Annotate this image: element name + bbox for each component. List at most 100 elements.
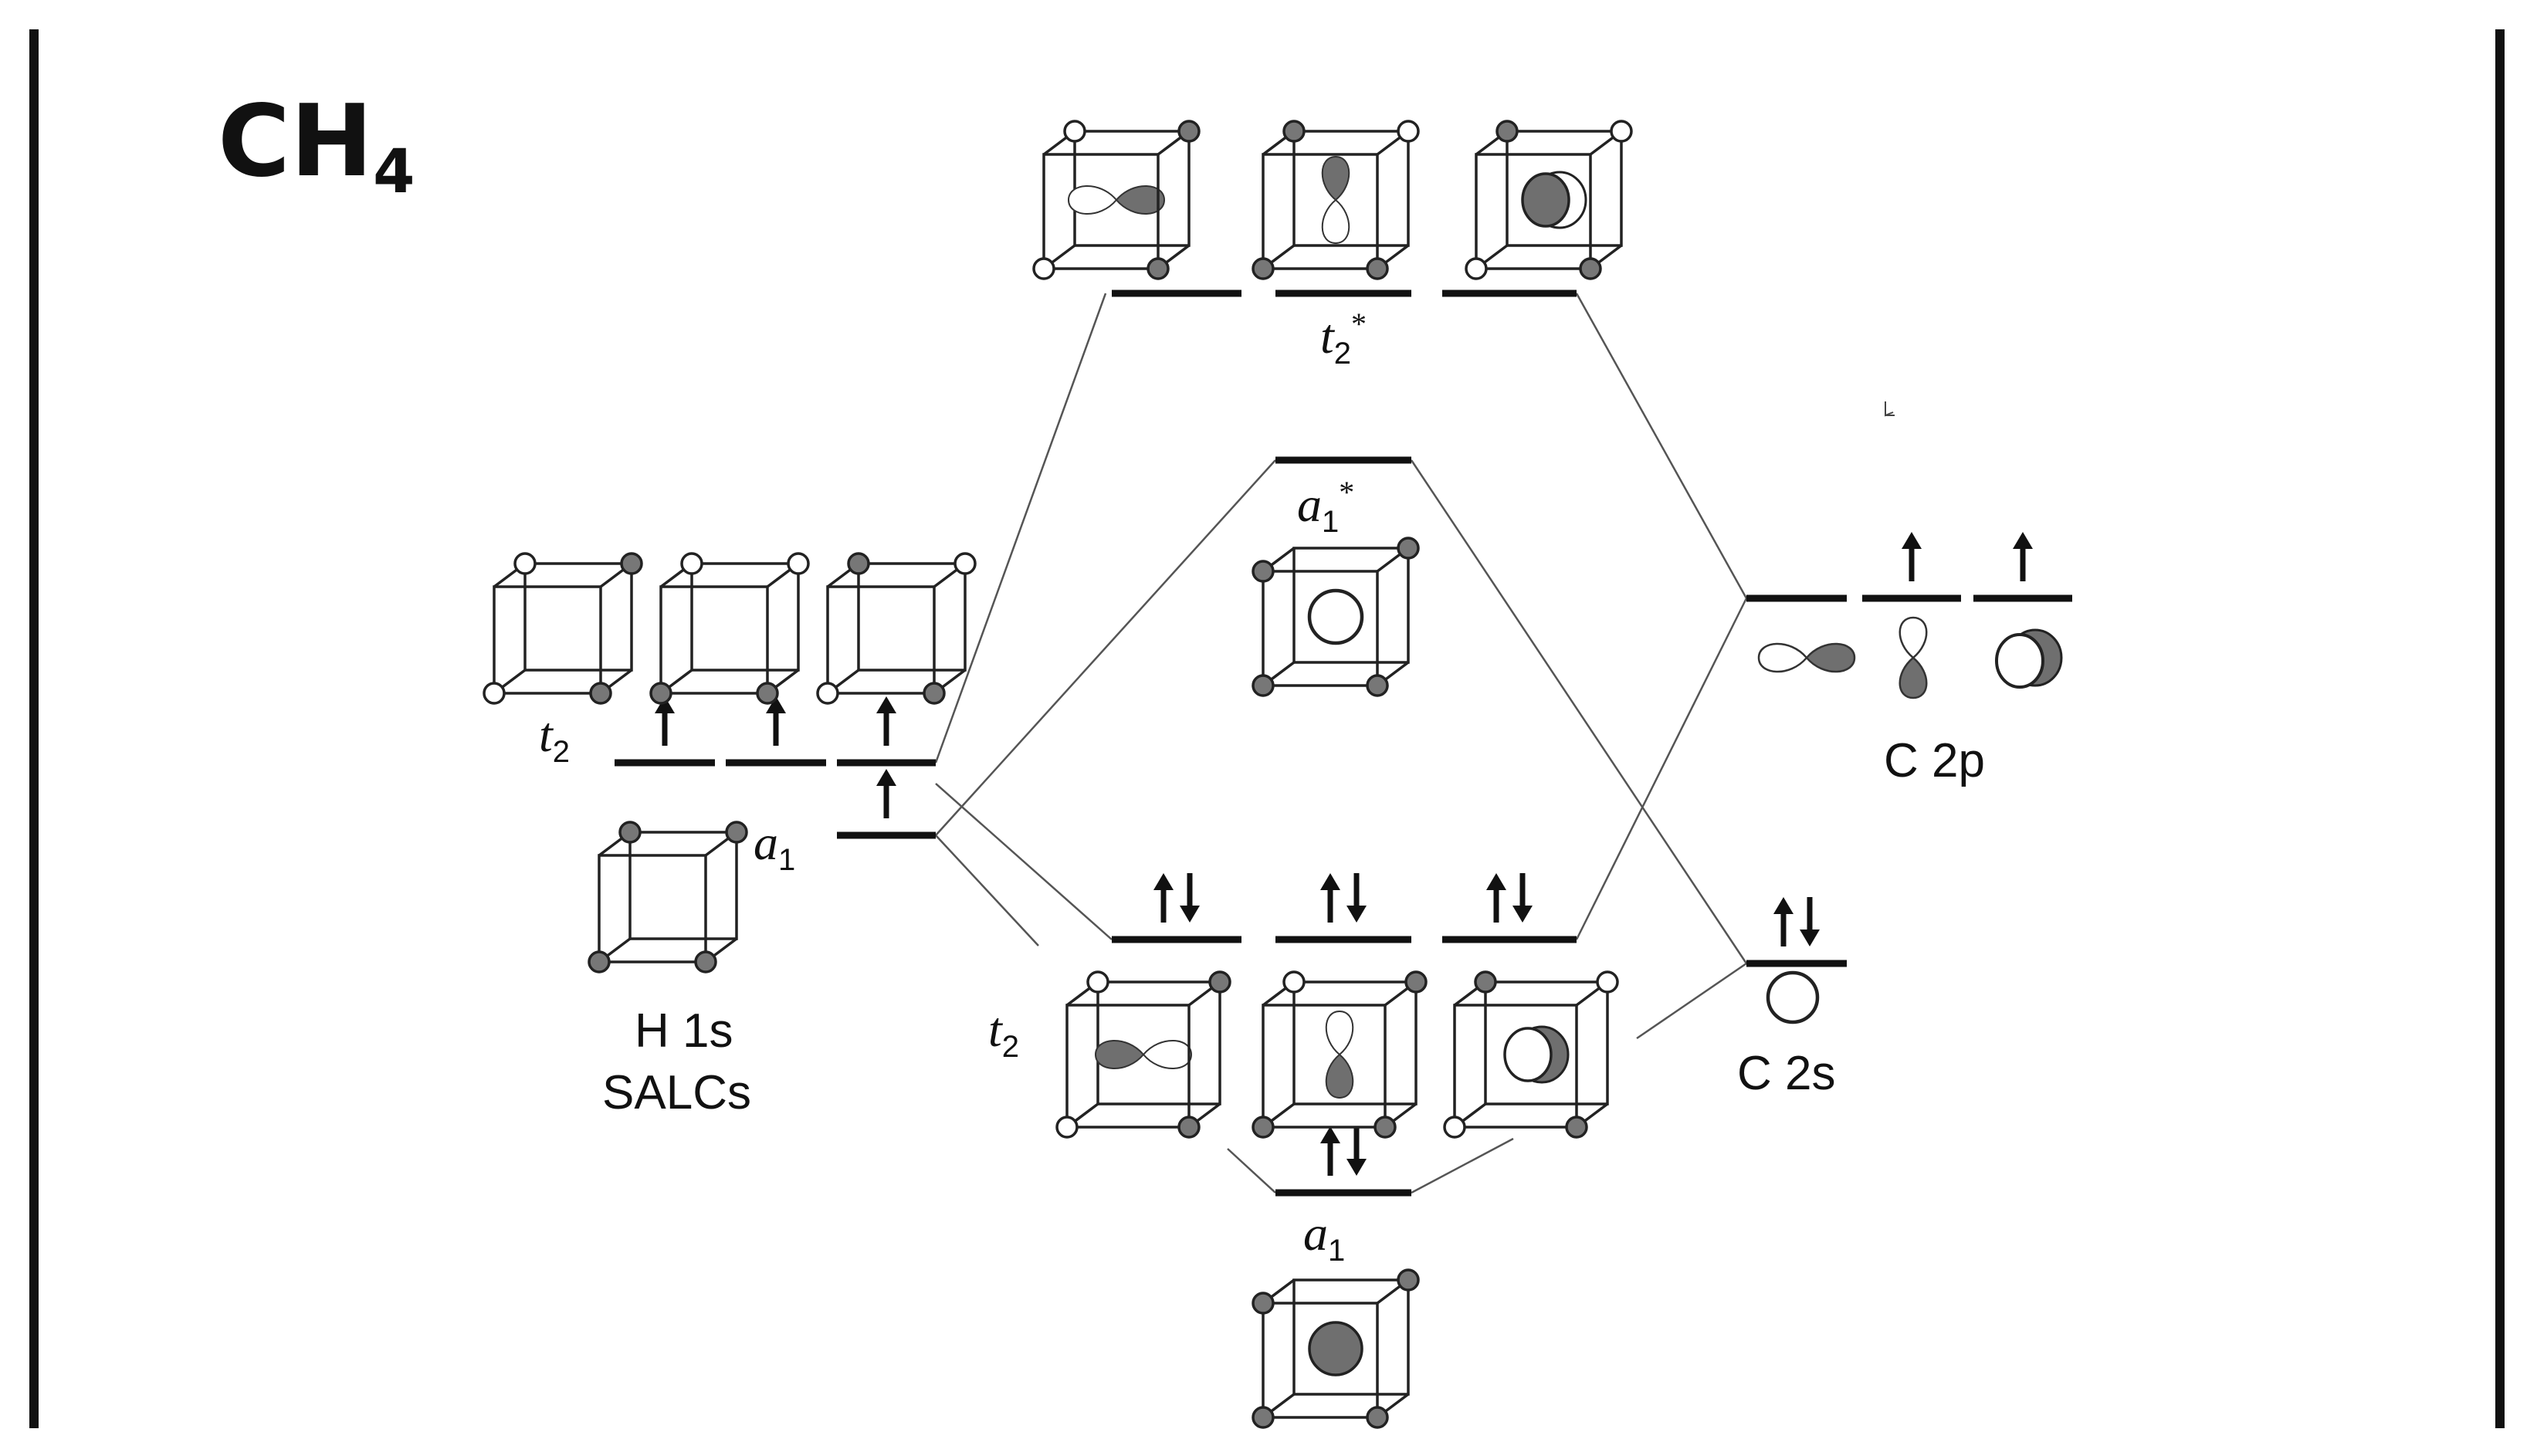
h-atom-positive bbox=[513, 552, 537, 575]
label-t2-salc: t2 bbox=[539, 707, 571, 769]
h-atom-negative bbox=[1252, 674, 1275, 697]
electron-up-arrow bbox=[1902, 532, 1922, 581]
connector-line bbox=[1411, 1137, 1514, 1194]
h-atom-positive bbox=[1086, 970, 1109, 994]
t2-bond-sub: 2 bbox=[1001, 1030, 1020, 1064]
t2-salc-symbol: t bbox=[539, 707, 553, 762]
h-atom-negative bbox=[725, 821, 748, 844]
h-atom-negative bbox=[1208, 970, 1231, 994]
cube-a1-star bbox=[1252, 537, 1420, 697]
atomic-orbitals bbox=[1757, 401, 2063, 1024]
h-atom-positive bbox=[1063, 120, 1086, 143]
electron-down-arrow bbox=[1346, 873, 1367, 923]
cursor-mark-icon bbox=[1885, 401, 1895, 417]
c2p-y-orbital bbox=[1899, 616, 1928, 699]
h-atom-positive bbox=[787, 552, 810, 575]
cube-t2-bond-x bbox=[1055, 970, 1231, 1139]
a1-star-sup: * bbox=[1339, 475, 1355, 510]
h-atom-negative bbox=[1366, 257, 1389, 280]
h-atom-positive bbox=[1055, 1116, 1079, 1139]
cube-t2-bond-y bbox=[1252, 970, 1428, 1139]
label-t2-bonding: t2 bbox=[988, 1002, 1020, 1064]
h-atom-negative bbox=[1404, 970, 1428, 994]
energy-levels bbox=[615, 290, 2072, 1197]
orbital-cubes bbox=[483, 120, 1633, 1429]
c2p-x-orbital bbox=[1757, 642, 1856, 673]
h-atom-positive bbox=[483, 682, 506, 705]
h-atom-negative bbox=[589, 682, 612, 705]
label-h1s: H 1s bbox=[635, 1004, 733, 1058]
cube-salc-t2-1 bbox=[483, 552, 643, 705]
h-atom-negative bbox=[1495, 120, 1519, 143]
cube-t2-star-y bbox=[1252, 120, 1420, 280]
h-atom-negative bbox=[588, 950, 611, 973]
h-atom-negative bbox=[1579, 257, 1602, 280]
h-atom-negative bbox=[1565, 1116, 1588, 1139]
h-atom-positive bbox=[1610, 120, 1633, 143]
correlation-lines bbox=[934, 293, 1748, 1194]
connector-line bbox=[1227, 1148, 1276, 1194]
h-atom-positive bbox=[816, 682, 839, 705]
connector-line bbox=[934, 293, 1107, 764]
c2p-z-orbital bbox=[1995, 628, 2063, 689]
h-atom-negative bbox=[1282, 120, 1306, 143]
label-t2-star: t2* bbox=[1320, 306, 1367, 370]
electron-up-arrow bbox=[1320, 873, 1340, 923]
h-atom-negative bbox=[1397, 1268, 1420, 1292]
label-a1-star: a1* bbox=[1297, 475, 1355, 539]
connector-line bbox=[935, 459, 1276, 836]
connector-line bbox=[1410, 459, 1748, 964]
electron-down-arrow bbox=[1512, 873, 1533, 923]
connector-line bbox=[1575, 598, 1748, 940]
electron-down-arrow bbox=[1180, 873, 1200, 923]
h-atom-negative bbox=[1374, 1116, 1397, 1139]
connector-line bbox=[935, 783, 1113, 940]
cube-t2-star-x bbox=[1032, 120, 1201, 280]
h-atom-positive bbox=[1465, 257, 1488, 280]
electron-arrows bbox=[655, 532, 2033, 1176]
electron-up-arrow bbox=[766, 696, 786, 746]
molecule-title: CH4 bbox=[218, 93, 415, 202]
cube-a1-bond bbox=[1252, 1268, 1420, 1429]
h-atom-negative bbox=[1252, 560, 1275, 583]
h-atom-negative bbox=[1397, 537, 1420, 560]
title-text: CH bbox=[218, 84, 374, 199]
left-border bbox=[29, 29, 39, 1428]
a1-salc-symbol: a bbox=[754, 815, 778, 870]
h-atom-negative bbox=[1252, 1116, 1275, 1139]
electron-down-arrow bbox=[1800, 897, 1820, 946]
h-atom-positive bbox=[1443, 1116, 1466, 1139]
h-atom-negative bbox=[923, 682, 946, 705]
h-atom-negative bbox=[847, 552, 870, 575]
h-atom-positive bbox=[1397, 120, 1420, 143]
cube-t2-bond-z bbox=[1443, 970, 1619, 1139]
a1-salc-sub: 1 bbox=[778, 843, 796, 877]
cube-salc-t2-2 bbox=[649, 552, 810, 705]
connector-line bbox=[1575, 293, 1748, 599]
a1-bond-symbol: a bbox=[1303, 1206, 1328, 1261]
h-atom-negative bbox=[1177, 120, 1201, 143]
a1-star-sub: 1 bbox=[1322, 505, 1340, 539]
electron-up-arrow bbox=[876, 769, 896, 818]
h-atom-negative bbox=[1252, 257, 1275, 280]
connector-line bbox=[935, 835, 1039, 946]
t2-star-sup: * bbox=[1351, 306, 1367, 341]
cube-salc-t2-3 bbox=[816, 552, 977, 705]
h-atom-negative bbox=[649, 682, 672, 705]
electron-up-arrow bbox=[876, 696, 896, 746]
t2-bond-symbol: t bbox=[988, 1002, 1002, 1057]
t2-salc-sub: 2 bbox=[552, 735, 571, 769]
h-atom-positive bbox=[1596, 970, 1619, 994]
t2-star-symbol: t bbox=[1320, 309, 1334, 364]
h-atom-negative bbox=[1252, 1406, 1275, 1429]
label-c2p: C 2p bbox=[1884, 734, 1985, 787]
electron-up-arrow bbox=[1773, 897, 1794, 946]
h-atom-negative bbox=[756, 682, 779, 705]
c2s-orbital bbox=[1766, 970, 1820, 1024]
h-atom-positive bbox=[953, 552, 977, 575]
electron-down-arrow bbox=[1346, 1126, 1367, 1176]
h-atom-positive bbox=[680, 552, 703, 575]
title-subscript: 4 bbox=[373, 137, 415, 207]
electron-up-arrow bbox=[655, 696, 675, 746]
